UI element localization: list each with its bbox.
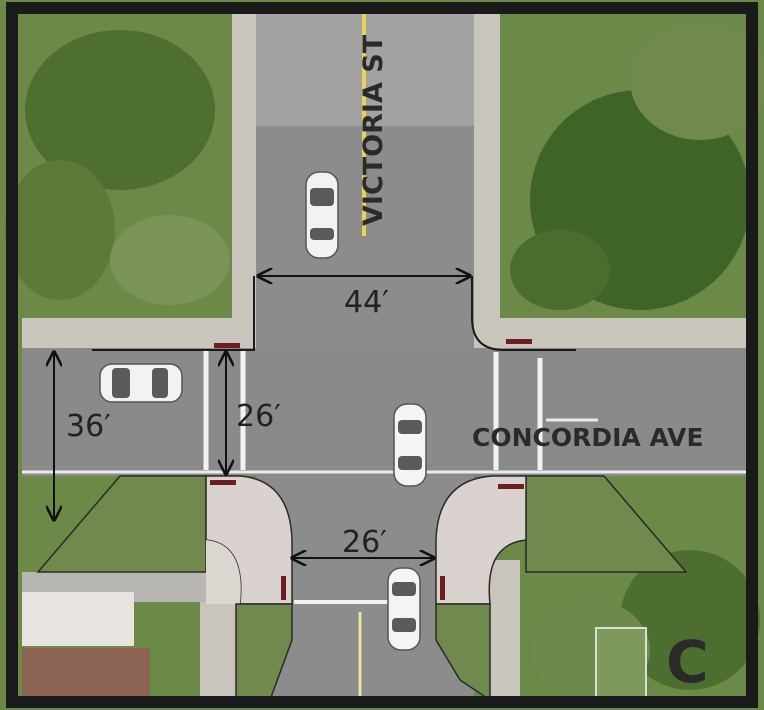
ramp-marker-ne — [506, 339, 532, 344]
dim-label-victoria: 44′ — [344, 285, 389, 320]
cars — [99, 171, 427, 651]
ramp-marker-se-side — [440, 576, 445, 600]
street-label-concordia: CONCORDIA AVE — [472, 423, 704, 452]
street-label-victoria: VICTORIA ST — [358, 34, 389, 226]
dim-label-concordia-narrow: 26′ — [236, 399, 281, 434]
map-frame — [6, 2, 758, 708]
car-center — [393, 403, 427, 487]
ramp-marker-sw-top — [210, 480, 236, 485]
sw-green-south — [235, 603, 293, 701]
dim-label-concordia: 36′ — [66, 409, 111, 444]
vegetation — [5, 20, 764, 700]
car-north — [305, 171, 339, 259]
ramp-marker-nw — [214, 343, 240, 348]
se-sidewalk-corner — [435, 475, 527, 605]
ramp-marker-sw-side — [281, 576, 286, 600]
car-south — [387, 567, 421, 651]
curb-ramp-markers — [210, 339, 532, 600]
dim-label-victoria-narrow: 26′ — [342, 525, 387, 560]
house-roof-1 — [22, 592, 134, 646]
panel-label: C — [666, 628, 709, 696]
bumpout-southwest — [36, 475, 293, 701]
existing-curb-lines — [92, 276, 576, 351]
garden-plot — [595, 627, 647, 699]
sw-sidewalk-ext — [206, 540, 241, 604]
ramp-marker-se-top — [498, 484, 524, 489]
house-roof-2 — [22, 648, 150, 704]
bumpout-southeast — [435, 475, 688, 702]
dimension-lines — [54, 276, 470, 558]
se-green-south — [435, 603, 491, 702]
lane-markings — [22, 14, 750, 700]
